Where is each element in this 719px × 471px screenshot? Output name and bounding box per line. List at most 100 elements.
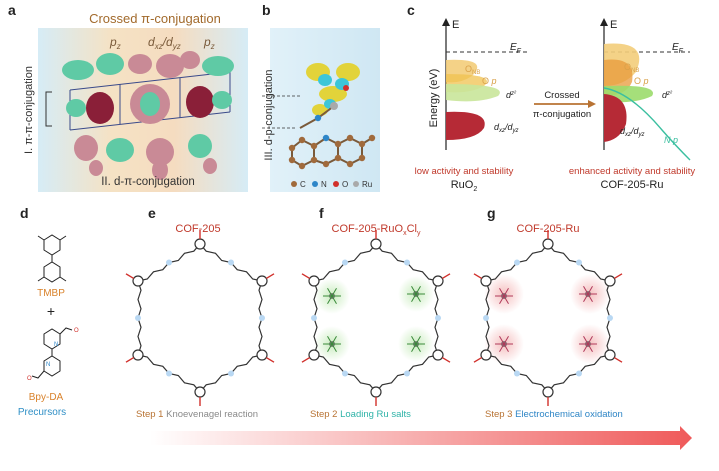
- ru-ligand: [583, 335, 589, 345]
- bipyridine-site: [228, 259, 234, 266]
- framework-node: [542, 386, 554, 398]
- pi-pi-bracket: [45, 91, 52, 127]
- ru-ligand: [411, 293, 417, 303]
- framework-lattice: [301, 230, 451, 406]
- tmbp-structure: [37, 234, 67, 283]
- atom-legend: C N O Ru: [291, 180, 372, 189]
- step-3: Step 3 Electrochemical oxidation: [485, 409, 623, 420]
- panel-a-orbitals: [62, 51, 234, 180]
- right-axis-letter: E: [610, 19, 617, 31]
- svg-text:O: O: [27, 376, 32, 382]
- left-band-dz2: [446, 84, 500, 102]
- right-label-np: N p: [664, 135, 678, 145]
- left-band-dxz: [446, 111, 485, 140]
- framework-title-cof205-ru: COF-205-Ru: [517, 223, 580, 235]
- orbital-label-pz-right: pz: [203, 35, 215, 51]
- framework-node: [132, 275, 144, 287]
- arrow-text-pi: π-conjugation: [533, 109, 591, 120]
- bipyridine-site: [514, 370, 520, 377]
- framework-lattice: [473, 230, 623, 406]
- steps-arrow: [150, 426, 692, 450]
- ru-ligand: [331, 335, 337, 345]
- panel-c: E Energy (eV) EF ONB O p dz² dxz/dyz low…: [415, 18, 695, 193]
- ru-ligand: [415, 285, 421, 295]
- panel-b: III. d-p-conjugation: [262, 28, 380, 192]
- framework-node: [480, 275, 492, 287]
- framework-node: [256, 275, 268, 287]
- framework-title-cof205: COF-205: [175, 223, 220, 235]
- ru-ligand: [587, 293, 593, 303]
- ru-ligand: [327, 287, 333, 297]
- framework-node: [432, 275, 444, 287]
- bipyridine-site: [576, 370, 582, 377]
- left-label-op: O p: [482, 76, 497, 86]
- ru-ligand: [499, 335, 505, 345]
- framework-node: [604, 275, 616, 287]
- ru-ligand: [331, 343, 337, 353]
- plus-sign: +: [47, 303, 55, 319]
- ru-ligand: [587, 285, 593, 295]
- left-material-name: RuO2: [451, 179, 478, 193]
- panel-letter-e: e: [148, 205, 156, 221]
- ru-ligand: [583, 285, 589, 295]
- ru-ligand: [503, 335, 509, 345]
- framework-stub: [441, 356, 451, 363]
- ru-ligand: [411, 335, 417, 345]
- ru-ligand: [499, 343, 505, 353]
- bipyridine-site: [576, 259, 582, 266]
- bipyridine-site: [228, 370, 234, 377]
- bipyridine-site: [514, 259, 520, 266]
- framework-node: [308, 349, 320, 361]
- ru-ligand: [499, 295, 505, 305]
- right-fermi-label: EF: [672, 42, 684, 55]
- bipyridine-site: [342, 259, 348, 266]
- bipyridine-site: [166, 259, 172, 266]
- bipyridine-site: [404, 259, 410, 266]
- step-2: Step 2 Loading Ru salts: [310, 409, 411, 420]
- framework-stub: [265, 273, 275, 280]
- tmbp-label: TMBP: [37, 288, 65, 299]
- framework-node: [370, 238, 382, 250]
- framework-stub: [265, 356, 275, 363]
- framework-stub: [125, 356, 135, 363]
- framework-node: [194, 386, 206, 398]
- d-p-label: III. d-p-conjugation: [263, 69, 275, 160]
- svg-text:N: N: [54, 342, 58, 348]
- ru-ligand: [499, 287, 505, 297]
- framework-stub: [473, 356, 483, 363]
- svg-text:N: N: [46, 362, 50, 368]
- panel-d: TMBP + N N O O Bpy-DA Precursors: [18, 234, 79, 418]
- molecule-atoms: [288, 85, 376, 170]
- panel-letter-d: d: [20, 205, 29, 221]
- right-band-np: [603, 87, 691, 161]
- panel-a: Crossed π-conjugation pz dxz/dyz pz: [23, 11, 248, 192]
- svg-text:O: O: [342, 180, 348, 189]
- framework-node: [308, 275, 320, 287]
- ru-ligand: [411, 343, 417, 353]
- ru-ligand: [415, 343, 421, 353]
- framework-node: [194, 238, 206, 250]
- panel-a-title: Crossed π-conjugation: [89, 11, 221, 26]
- left-label-onb: ONB: [465, 64, 480, 76]
- svg-text:Ru: Ru: [362, 180, 372, 189]
- ru-ligand: [415, 293, 421, 303]
- ru-ligand: [587, 343, 593, 353]
- bipyridine-site: [166, 370, 172, 377]
- bpyda-label: Bpy-DA: [29, 392, 64, 403]
- ru-ligand: [587, 335, 593, 345]
- bipyridine-site: [435, 315, 441, 321]
- framework-node: [132, 349, 144, 361]
- framework-node: [604, 349, 616, 361]
- right-label-onb: ONB: [624, 62, 639, 74]
- right-label-op: O p: [634, 76, 649, 86]
- framework-lattices: [125, 230, 623, 406]
- ru-ligand: [583, 293, 589, 303]
- energy-axis-label: Energy (eV): [428, 69, 440, 128]
- right-material-name: COF-205-Ru: [601, 179, 664, 191]
- svg-text:O: O: [74, 328, 79, 334]
- left-label-dxz: dxz/dyz: [494, 122, 519, 134]
- panel-letter-b: b: [262, 2, 271, 18]
- framework-node: [542, 238, 554, 250]
- right-band-dxz: [604, 94, 627, 142]
- d-pi-label: II. d-π-conjugation: [101, 176, 195, 188]
